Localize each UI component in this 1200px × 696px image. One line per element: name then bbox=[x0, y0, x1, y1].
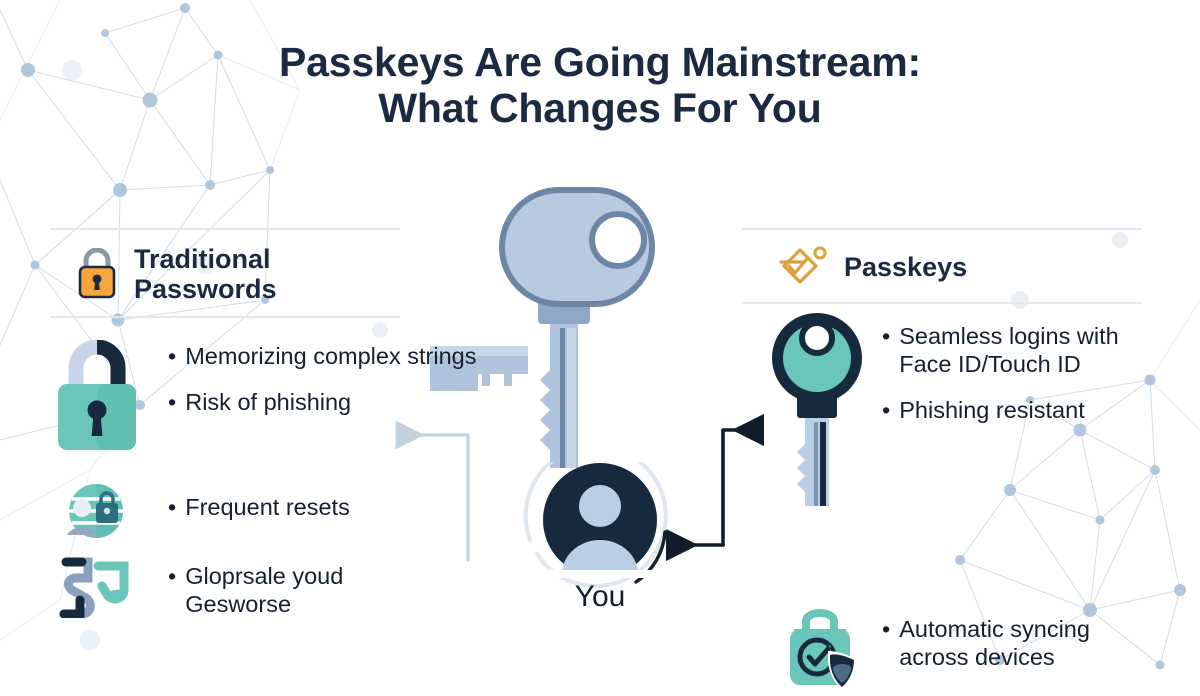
bullet-item: • Gloprsale youd Gesworse bbox=[168, 562, 343, 618]
bullet-text: Automatic syncing across devices bbox=[899, 616, 1090, 671]
bullet-marker: • bbox=[168, 343, 177, 369]
list-item: • Seamless logins with Face ID/Touch ID … bbox=[760, 306, 1160, 511]
right-column-heading: Passkeys bbox=[844, 251, 968, 282]
right-bullet-groups: • Seamless logins with Face ID/Touch ID … bbox=[760, 306, 1160, 696]
column-passkeys: Passkeys bbox=[742, 228, 1142, 304]
key-check-badge-icon bbox=[779, 246, 827, 284]
left-column-header: Traditional Passwords bbox=[50, 230, 400, 316]
teal-key-icon bbox=[760, 306, 882, 511]
open-padlock-icon bbox=[78, 248, 116, 299]
bullet-text: Frequent resets bbox=[185, 494, 350, 520]
left-group-3-text: • Gloprsale youd Gesworse bbox=[168, 556, 343, 618]
left-column-heading: Traditional Passwords bbox=[134, 244, 277, 305]
bullet-marker: • bbox=[168, 563, 177, 589]
bullet-item: • Memorizing complex strings bbox=[168, 342, 476, 370]
bullet-text: Seamless logins with Face ID/Touch ID bbox=[899, 323, 1119, 378]
right-column-header: Passkeys bbox=[742, 230, 1142, 302]
bullet-item: • Frequent resets bbox=[168, 493, 350, 521]
bullet-item: • Risk of phishing bbox=[168, 388, 476, 416]
list-item: • Gloprsale youd Gesworse bbox=[50, 556, 520, 623]
bullet-marker: • bbox=[168, 389, 177, 416]
bullet-item: • Phishing resistant bbox=[882, 396, 1119, 424]
bullet-text: Memorizing complex strings bbox=[185, 343, 477, 369]
avatar-label: You bbox=[574, 580, 626, 613]
page-title: Passkeys Are Going Mainstream: What Chan… bbox=[0, 39, 1200, 132]
divider-bottom-left bbox=[50, 316, 400, 319]
bullet-item: • Automatic syncing across devices bbox=[882, 615, 1090, 671]
title-line-1: Passkeys Are Going Mainstream: bbox=[279, 39, 921, 85]
right-group-2-text: • Automatic syncing across devices bbox=[882, 607, 1090, 671]
bullet-item: • Seamless logins with Face ID/Touch ID bbox=[882, 322, 1119, 378]
right-group-1-text: • Seamless logins with Face ID/Touch ID … bbox=[882, 306, 1119, 425]
reset-refresh-icon bbox=[50, 556, 168, 623]
left-group-1-text: • Memorizing complex strings • Risk of p… bbox=[168, 340, 476, 416]
person-avatar-icon bbox=[523, 462, 668, 588]
closed-padlock-icon bbox=[50, 339, 168, 461]
column-traditional-passwords: Traditional Passwords bbox=[50, 228, 400, 319]
list-item: • Frequent resets bbox=[50, 483, 520, 544]
bullet-marker: • bbox=[882, 323, 891, 349]
bullet-text: Risk of phishing bbox=[185, 389, 352, 416]
user-lock-icon bbox=[50, 483, 168, 544]
divider-bottom-right bbox=[742, 302, 1142, 304]
bullet-marker: • bbox=[168, 494, 177, 520]
bullet-marker: • bbox=[882, 616, 891, 642]
left-bullet-groups: • Memorizing complex strings • Risk of p… bbox=[50, 339, 520, 623]
left-group-2-text: • Frequent resets bbox=[168, 483, 350, 521]
sync-shield-icon bbox=[760, 607, 882, 696]
bullet-marker: • bbox=[882, 397, 891, 424]
list-item: • Automatic syncing across devices bbox=[760, 607, 1160, 696]
list-item: • Memorizing complex strings • Risk of p… bbox=[50, 339, 520, 461]
bullet-text: Gloprsale youd Gesworse bbox=[185, 563, 344, 618]
title-line-2: What Changes For You bbox=[378, 84, 822, 131]
bullet-text: Phishing resistant bbox=[899, 397, 1085, 424]
